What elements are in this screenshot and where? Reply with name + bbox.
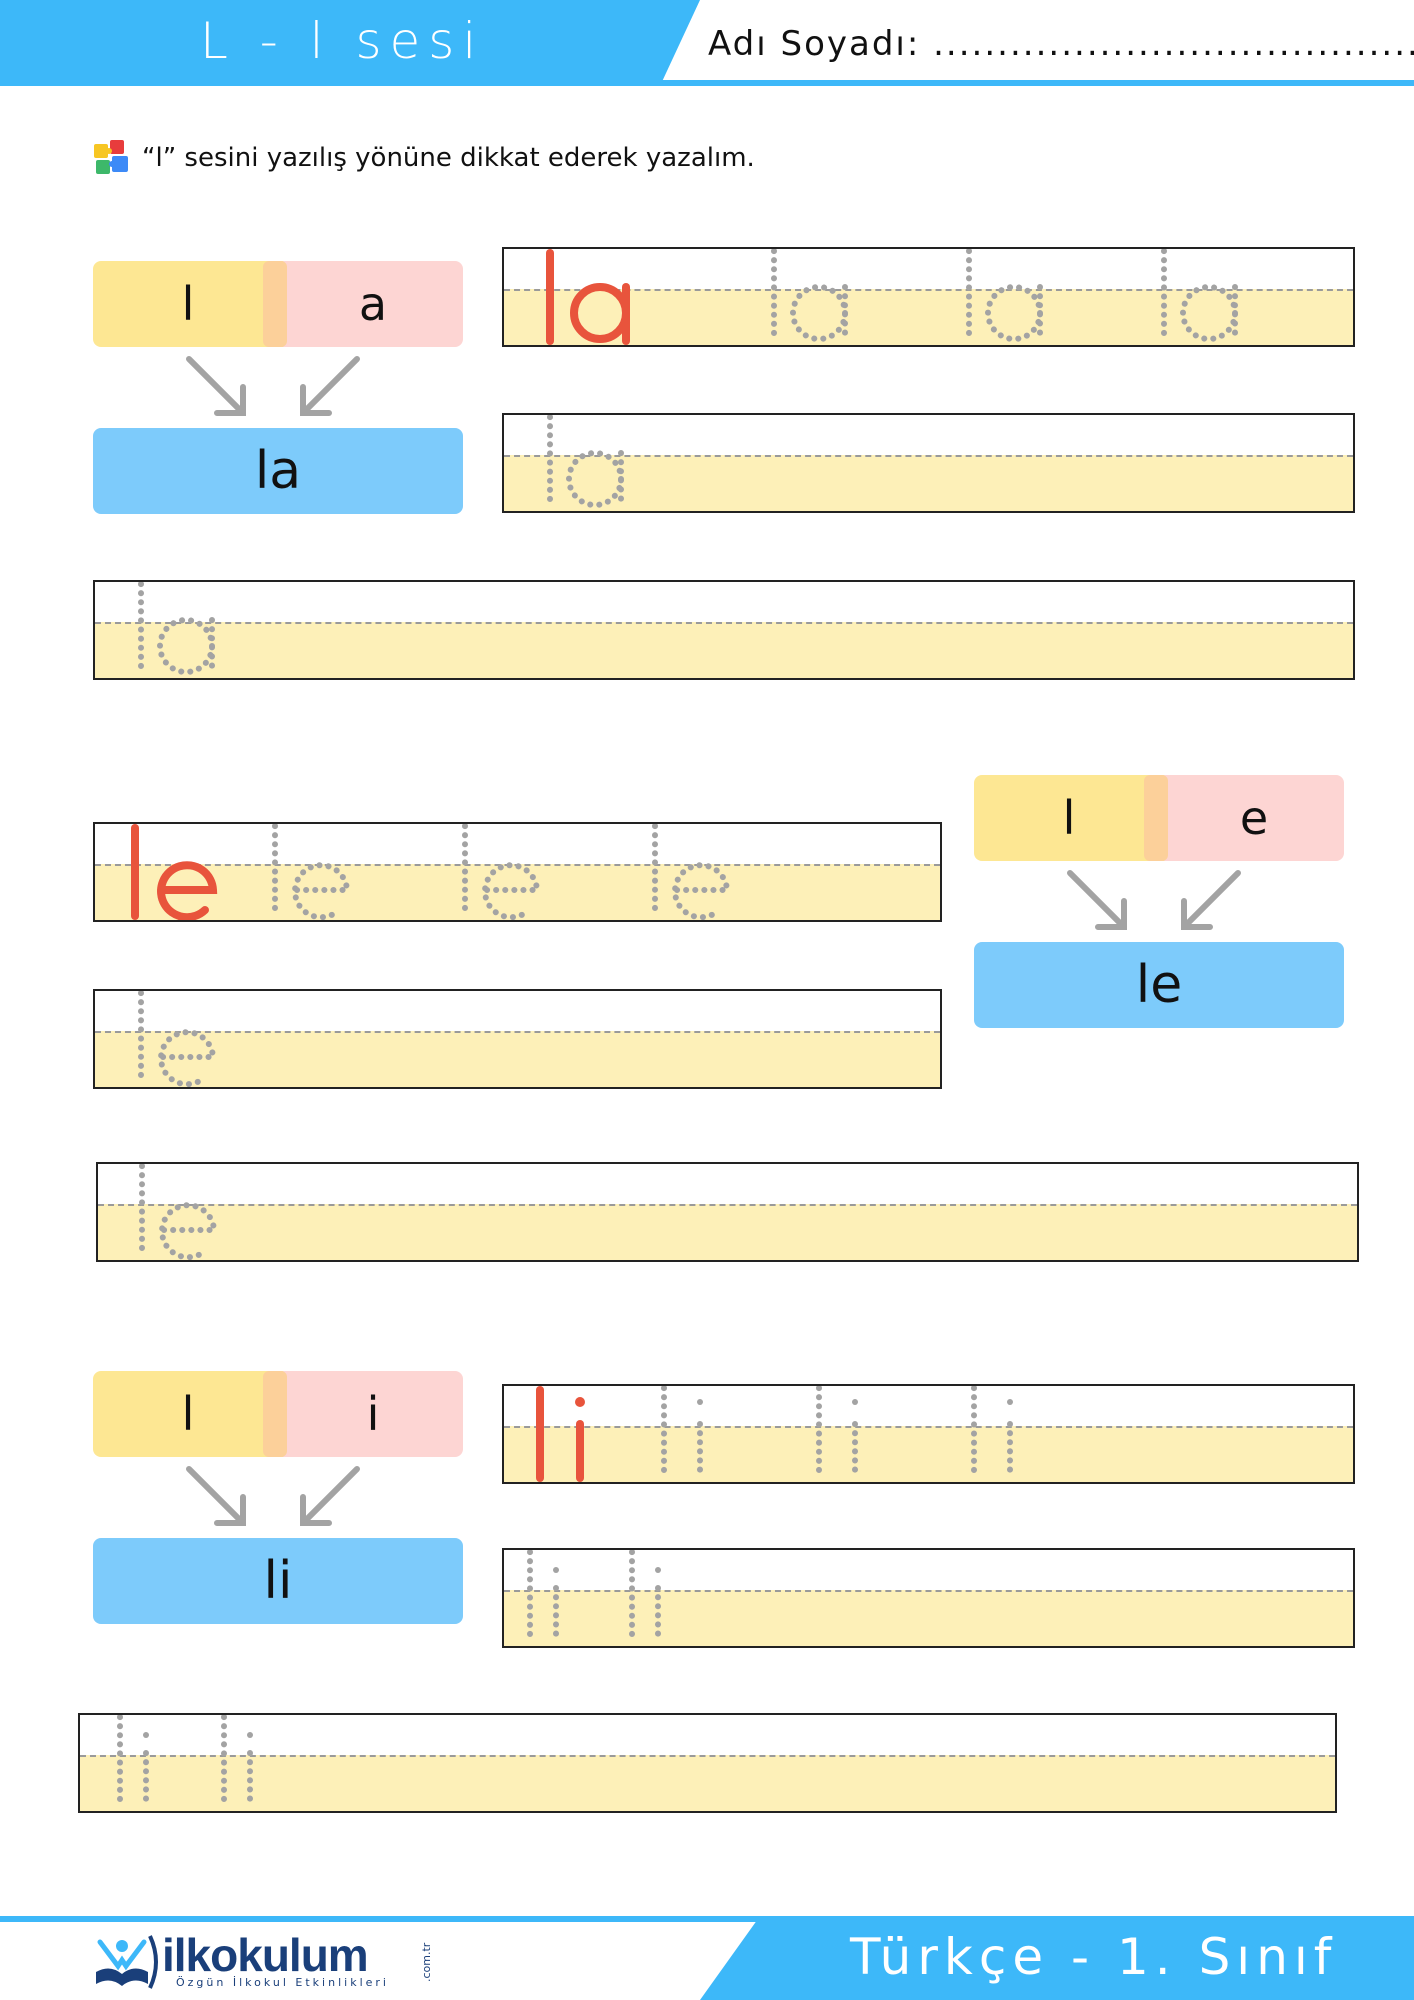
brand-tld: .com.tr xyxy=(420,1942,433,1982)
box-joint xyxy=(1144,775,1168,861)
name-field[interactable]: Adı Soyadı: ............................… xyxy=(708,24,1414,64)
syllable-builder-le: l e le xyxy=(974,775,1344,1030)
writing-line[interactable] xyxy=(502,1384,1355,1484)
vowel-box xyxy=(283,1371,463,1457)
le-trace xyxy=(139,1164,218,1260)
consonant-letter: l xyxy=(1062,791,1076,845)
subject-title: Türkçe - 1. Sınıf xyxy=(850,1928,1338,1986)
syllable-builder-la: l a la xyxy=(93,261,463,516)
la-trace xyxy=(138,582,215,677)
result-syllable: la xyxy=(93,428,463,514)
consonant-box xyxy=(974,775,1164,861)
header-band xyxy=(0,0,700,86)
li-trace xyxy=(527,1550,661,1645)
li-model-trace xyxy=(536,1386,1013,1482)
box-joint xyxy=(263,261,287,347)
brand-tagline: Özgün İlkokul Etkinlikleri xyxy=(176,1976,389,1989)
syllable-builder-li: l i li xyxy=(93,1371,463,1626)
merge-arrows-icon xyxy=(186,356,360,416)
brand-name: ilkokulum xyxy=(162,1929,369,1981)
vowel-letter: a xyxy=(358,277,388,331)
result-syllable: le xyxy=(974,942,1344,1028)
consonant-letter: l xyxy=(181,277,195,331)
syllable-parts: l a xyxy=(93,261,463,347)
merge-arrows-icon xyxy=(1067,870,1241,930)
writing-line[interactable] xyxy=(502,247,1355,347)
syllable-parts: l e xyxy=(974,775,1344,861)
writing-line[interactable] xyxy=(96,1162,1359,1262)
li-trace xyxy=(117,1715,253,1810)
consonant-box xyxy=(93,1371,283,1457)
vowel-letter: e xyxy=(1239,791,1269,845)
la-model-trace xyxy=(546,249,1238,345)
la-trace xyxy=(547,415,624,510)
vowel-box xyxy=(1164,775,1344,861)
footer-band xyxy=(700,1916,1414,2000)
instruction-text: “l” sesini yazılış yönüne dikkat ederek … xyxy=(142,143,755,173)
vowel-box xyxy=(283,261,463,347)
writing-line[interactable] xyxy=(93,989,942,1089)
vowel-letter: i xyxy=(366,1387,380,1441)
consonant-box xyxy=(93,261,283,347)
writing-line[interactable] xyxy=(502,413,1355,513)
writing-line[interactable] xyxy=(93,580,1355,680)
brand-logo[interactable]: ilkokulum Özgün İlkokul Etkinlikleri .co… xyxy=(92,1929,452,1992)
book-reader-icon xyxy=(96,1935,158,1989)
le-trace xyxy=(138,991,217,1087)
instruction: “l” sesini yazılış yönüne dikkat ederek … xyxy=(92,138,755,178)
page-title: L - l sesi xyxy=(200,12,485,70)
writing-line[interactable] xyxy=(93,822,942,922)
writing-line[interactable] xyxy=(78,1713,1337,1813)
box-joint xyxy=(263,1371,287,1457)
le-model-trace xyxy=(131,824,731,920)
consonant-letter: l xyxy=(181,1387,195,1441)
merge-arrows-icon xyxy=(186,1466,360,1526)
writing-line[interactable] xyxy=(502,1548,1355,1648)
header-rule xyxy=(640,80,1414,86)
result-syllable: li xyxy=(93,1538,463,1624)
syllable-parts: l i xyxy=(93,1371,463,1457)
footer-rule xyxy=(0,1916,760,1922)
puzzle-icon xyxy=(94,140,128,174)
